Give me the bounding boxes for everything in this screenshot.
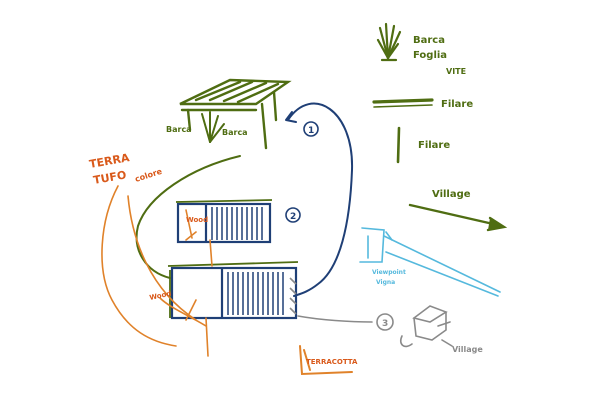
pergola-label-right: Barca [222, 128, 248, 137]
marker-2-label: 2 [290, 212, 296, 222]
legend: Barca Foglia VITE Filare Filare Village [372, 22, 508, 232]
upper-building-green-outline [175, 199, 273, 203]
legend-plant-label-2: Foglia [413, 50, 447, 61]
cyan-label-1: Viewpoint [372, 269, 406, 276]
legend-thin-line-label: Filare [418, 140, 450, 151]
orange-paths [101, 185, 213, 357]
lower-building-green-outline [167, 261, 299, 318]
upper-building [176, 202, 272, 244]
navy-circulation-curve [285, 102, 354, 297]
lower-building-gray-hatch [289, 277, 297, 315]
marker-1-label: 1 [308, 126, 314, 136]
cyan-label-2: Vigna [376, 279, 395, 286]
wood-label-1: Wood [186, 216, 208, 224]
legend-arrow-label: Village [432, 189, 471, 200]
marker-3-label: 3 [382, 319, 388, 329]
marker-3: 3 [376, 313, 394, 331]
wood-label-2: Wood [149, 290, 172, 302]
green-path-curve [135, 155, 241, 279]
legend-thick-line-label: Filare [441, 99, 473, 110]
terracotta-box [299, 345, 353, 376]
gray-house-icon [399, 305, 453, 348]
terra-note: colore [134, 167, 164, 184]
terra-label-2: TUFO [92, 168, 127, 187]
vine-leaf-icon [376, 22, 402, 62]
pergola [179, 78, 292, 150]
marker-2: 2 [285, 207, 301, 223]
arrow-line [408, 203, 508, 232]
thin-row-line [396, 126, 401, 164]
pergola-label-left: Barca [166, 125, 192, 134]
legend-plant-label-1: Barca [413, 35, 445, 46]
terracotta-label: TERRACOTTA [306, 358, 358, 366]
legend-plant-label-3: VITE [446, 67, 466, 76]
gray-connection [297, 315, 373, 323]
cyan-viewpoint [359, 227, 501, 297]
thick-row-line [372, 98, 434, 108]
pergola-plant-icon [201, 111, 225, 143]
village-label: Village [452, 345, 483, 354]
marker-1: 1 [303, 121, 319, 137]
